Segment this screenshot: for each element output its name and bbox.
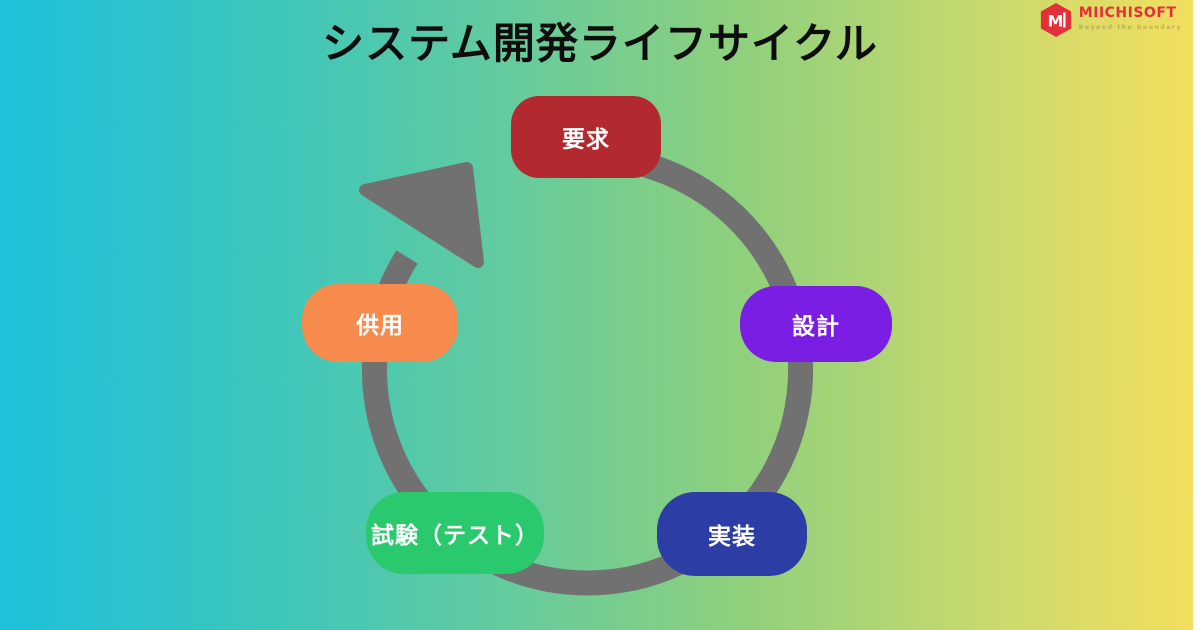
hexagon-m-icon: M — [1040, 3, 1071, 37]
cycle-node-requirements: 要求 — [511, 96, 661, 178]
svg-text:M: M — [1047, 12, 1063, 31]
cycle-arrowhead-icon — [359, 162, 484, 268]
page-title: システム開発ライフサイクル — [322, 19, 878, 68]
cycle-node-label: 試験（テスト） — [371, 523, 539, 549]
cycle-node-design: 設計 — [740, 286, 892, 362]
brand-logo: M MIICHISOFT Beyond the boundary — [1039, 2, 1182, 38]
brand-tagline: Beyond the boundary — [1078, 24, 1182, 31]
cycle-node-operation: 供用 — [302, 284, 458, 362]
cycle-node-label: 要求 — [562, 127, 610, 153]
cycle-node-implementation: 実装 — [657, 492, 807, 576]
brand-name: MIICHISOFT — [1078, 5, 1177, 21]
cycle-node-label: 実装 — [708, 524, 756, 550]
cycle-node-testing: 試験（テスト） — [366, 492, 544, 574]
cycle-node-label: 設計 — [792, 314, 840, 340]
cycle-node-label: 供用 — [356, 313, 404, 339]
right-edge-white-strip — [1193, 0, 1200, 630]
